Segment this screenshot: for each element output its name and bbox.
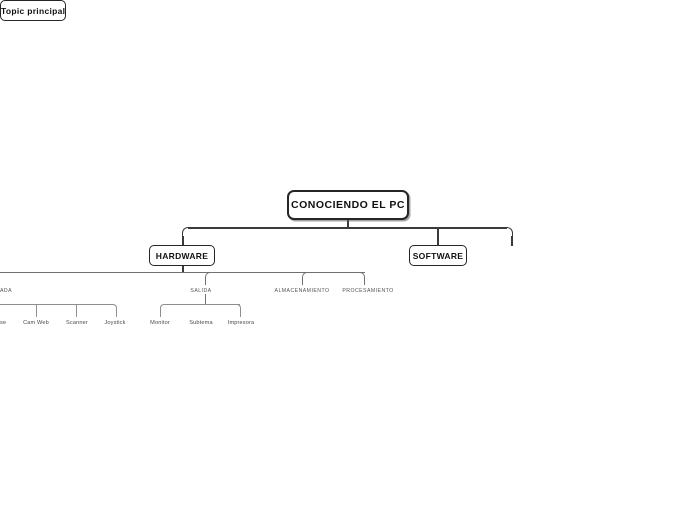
connector-drop-hardware (182, 236, 184, 246)
label-joystick[interactable]: Joystick (104, 320, 126, 326)
connector-bus-salida-children (166, 304, 240, 305)
connector-drop-joystick (116, 311, 117, 317)
node-hardware-label: HARDWARE (155, 250, 209, 261)
connector-bus-l1-right (347, 227, 507, 229)
connector-corner-almacenamiento (302, 272, 309, 281)
connector-corner-impresora (234, 304, 241, 312)
connector-corner-topic (505, 227, 513, 237)
connector-drop-procesamiento (364, 280, 366, 285)
connector-drop-impresora (240, 311, 241, 317)
node-root-label: CONOCIENDO EL PC (291, 199, 405, 211)
label-scanner[interactable]: Scanner (66, 320, 88, 326)
connector-corner-salida (205, 272, 212, 281)
label-subtema[interactable]: Subtema (189, 320, 213, 326)
label-mouse[interactable]: se (0, 320, 7, 326)
connector-drop-salida (205, 280, 207, 285)
connector-drop-scanner (76, 304, 77, 317)
connector-corner-procesamiento (358, 272, 365, 281)
label-salida[interactable]: SALIDA (190, 288, 212, 294)
label-procesamiento[interactable]: PROCESAMIENTO (342, 288, 394, 294)
connector-root-stem (347, 220, 349, 228)
connector-bus-l2 (0, 272, 365, 274)
connector-drop-monitor (160, 311, 161, 317)
connector-bus-entrada-children (0, 304, 112, 305)
connector-salida-stem (205, 294, 207, 305)
label-entrada[interactable]: ADA (0, 288, 13, 294)
node-software[interactable]: SOFTWARE (409, 245, 467, 266)
node-topic-principal-label: Topic principal (1, 5, 66, 16)
connector-hardware-stem (182, 266, 184, 273)
node-software-label: SOFTWARE (412, 250, 464, 261)
connector-bus-l1-left (188, 227, 348, 229)
node-topic-principal[interactable]: Topic principal (0, 0, 67, 21)
label-monitor[interactable]: Monitor (150, 320, 170, 326)
connector-corner-hardware (182, 227, 190, 237)
label-almacenamiento[interactable]: ALMACENAMIENTO (274, 288, 330, 294)
connector-drop-topic (511, 236, 513, 246)
connector-corner-monitor (160, 304, 167, 312)
node-hardware[interactable]: HARDWARE (149, 245, 215, 266)
label-cam-web[interactable]: Cam Web (23, 320, 49, 326)
connector-drop-almacenamiento (302, 280, 304, 285)
label-impresora[interactable]: Impresora (227, 320, 255, 326)
connector-drop-camweb (36, 304, 37, 317)
connector-drop-software (437, 227, 439, 246)
connector-corner-joystick (110, 304, 117, 312)
node-root-conociendo-el-pc[interactable]: CONOCIENDO EL PC (287, 190, 409, 220)
